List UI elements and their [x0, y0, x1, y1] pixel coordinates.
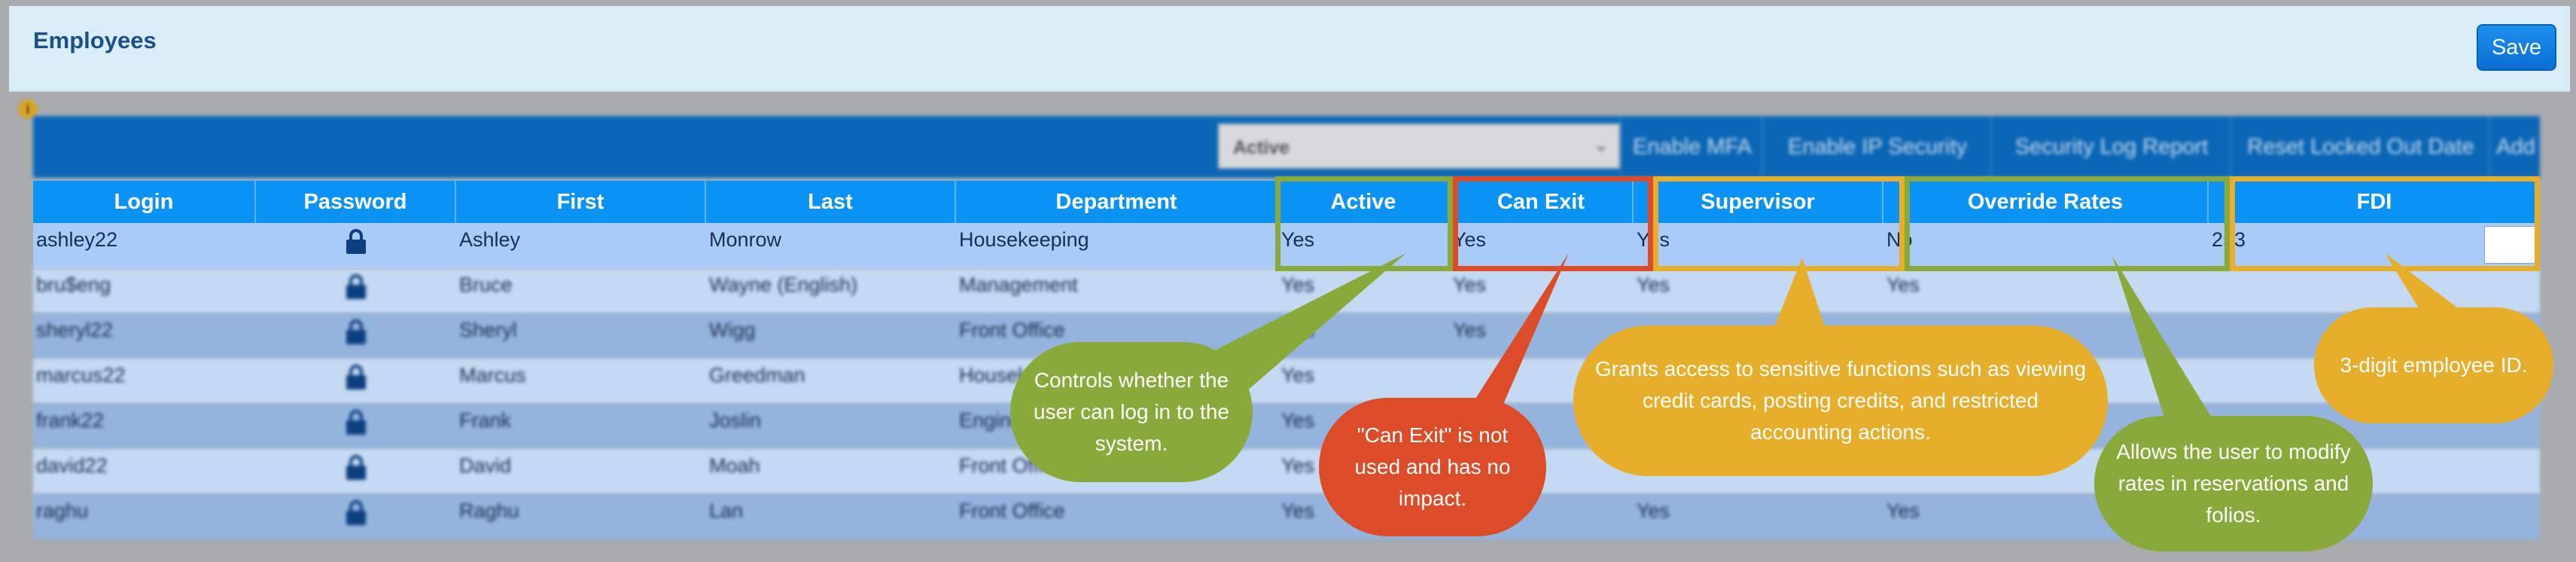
cell-password [256, 449, 456, 494]
cell-department: Front Office [959, 499, 1065, 522]
cell-can-exit: Yes [1453, 319, 1487, 341]
column-header-row: Login Password First Last Department Act… [33, 181, 2540, 223]
table-row[interactable]: ashley22 Ashley Monrow Housekeeping Yes … [33, 223, 2540, 269]
column-header-can-exit[interactable]: Can Exit [1450, 181, 1634, 223]
column-header-supervisor[interactable]: Supervisor [1634, 181, 1883, 223]
cell-last: Moah [709, 454, 760, 477]
column-header-password[interactable]: Password [256, 181, 456, 223]
column-header-last[interactable]: Last [706, 181, 956, 223]
cell-first: Frank [459, 409, 512, 432]
title-bar: Employees Save [9, 6, 2570, 92]
cell-last: Lan [709, 499, 744, 522]
lock-icon [346, 274, 366, 299]
cell-password [256, 223, 456, 268]
cell-password [256, 494, 456, 539]
table-row[interactable]: marcus22 Marcus Greedman Housekeeping Ye… [33, 359, 2540, 405]
highlight-supervisor-column [1653, 176, 1905, 271]
security-log-report-button[interactable]: Security Log Report [1990, 116, 2231, 178]
cell-active: Yes [1281, 273, 1315, 296]
fdi-input[interactable] [2484, 226, 2537, 264]
cell-login: marcus22 [36, 364, 126, 386]
lock-icon [346, 500, 366, 525]
cell-first: Raghu [459, 499, 519, 522]
lock-icon [346, 455, 366, 480]
cell-password [256, 359, 456, 404]
cell-password [256, 313, 456, 359]
callout-active: Controls whether the user can log in to … [1010, 342, 1253, 482]
cell-first: Marcus [459, 364, 526, 386]
cell-department: Housekeeping [959, 228, 1089, 251]
lock-icon [346, 319, 366, 344]
cell-password [256, 268, 456, 313]
lock-icon [346, 229, 366, 254]
callout-override-rates: Allows the user to modify rates in reser… [2094, 416, 2373, 551]
chevron-down-icon: ⌄ [1594, 136, 1608, 154]
cell-password [256, 404, 456, 449]
column-header-active[interactable]: Active [1278, 181, 1450, 223]
cell-active: Yes [1281, 228, 1315, 251]
cell-first: Ashley [459, 228, 521, 251]
cell-last: Wayne (English) [709, 273, 858, 296]
cell-last: Joslin [709, 409, 762, 432]
cell-last: Monrow [709, 228, 782, 251]
lock-icon [346, 365, 366, 389]
column-header-first[interactable]: First [456, 181, 706, 223]
enable-mfa-button[interactable]: Enable MFA [1620, 116, 1763, 178]
column-header-fdi[interactable]: FDI [2356, 190, 2392, 214]
cell-login: frank22 [36, 409, 105, 432]
enable-ip-security-button[interactable]: Enable IP Security [1761, 116, 1992, 178]
highlight-fdi-column [2230, 176, 2540, 271]
cell-login: raghu [36, 499, 89, 522]
cell-login: ashley22 [36, 228, 118, 251]
cell-first: Bruce [459, 273, 513, 296]
column-header-override-rates[interactable]: Override Rates [1883, 181, 2209, 223]
cell-login: sheryl22 [36, 319, 114, 341]
add-button[interactable]: Add [2489, 116, 2541, 178]
cell-override-rates: Yes [1886, 499, 1920, 522]
lock-icon [346, 410, 366, 435]
callout-can-exit: "Can Exit" is not used and has no impact… [1319, 398, 1546, 536]
cell-active: Yes [1281, 364, 1315, 386]
page-title: Employees [33, 27, 157, 53]
cell-first: Sheryl [459, 319, 517, 341]
cell-active: Yes [1281, 409, 1315, 432]
cell-can-exit: Yes [1453, 228, 1487, 251]
cell-supervisor: Yes [1637, 499, 1670, 522]
column-header-login[interactable]: Login [33, 181, 256, 223]
status-filter-value: Active [1233, 137, 1290, 158]
callout-fdi: 3-digit employee ID. [2314, 307, 2553, 423]
cell-department: Front Office [959, 319, 1065, 341]
cell-login: bru$eng [36, 273, 111, 296]
highlight-override-rates-column [1905, 176, 2230, 271]
cell-first: David [459, 454, 512, 477]
reset-locked-out-date-button[interactable]: Reset Locked Out Date [2230, 116, 2490, 178]
callout-supervisor: Grants access to sensitive functions suc… [1573, 325, 2108, 476]
save-button[interactable]: Save [2477, 24, 2556, 71]
cell-department: Management [959, 273, 1078, 296]
cell-supervisor: Yes [1637, 273, 1670, 296]
info-icon[interactable]: i [18, 99, 38, 119]
status-filter-select[interactable]: Active ⌄ [1218, 124, 1620, 169]
cell-override-rates: Yes [1886, 273, 1920, 296]
cell-login: david22 [36, 454, 108, 477]
cell-active: Yes [1281, 499, 1315, 522]
highlight-can-exit-column [1453, 176, 1653, 271]
grid-toolbar: Active ⌄ Enable MFA Enable IP Security S… [33, 116, 2540, 178]
cell-active: Yes [1281, 454, 1315, 477]
highlight-active-column [1275, 176, 1453, 271]
cell-last: Greedman [709, 364, 805, 386]
cell-last: Wigg [709, 319, 756, 341]
cell-can-exit: Yes [1453, 273, 1487, 296]
